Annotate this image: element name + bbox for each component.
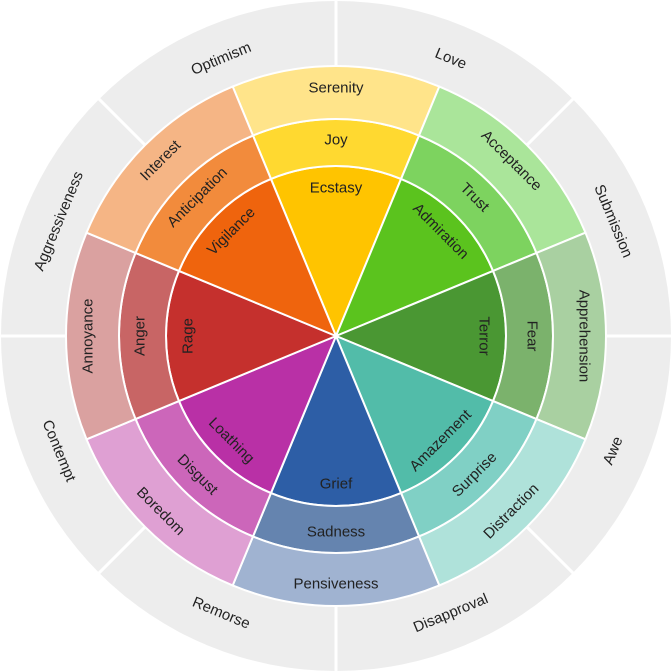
ring-divider	[96, 522, 150, 576]
label-grief: Grief	[320, 476, 353, 493]
label-terror: Terror	[476, 316, 493, 355]
label-anger: Anger	[132, 316, 149, 356]
label-apprehension: Apprehension	[576, 290, 593, 383]
label-sadness: Sadness	[307, 524, 365, 541]
label-pensiveness: Pensiveness	[293, 576, 378, 593]
label-fear: Fear	[524, 321, 541, 352]
label-rage: Rage	[180, 318, 197, 354]
ring-divider	[96, 96, 150, 150]
segment-interest	[85, 85, 255, 255]
ring-divider	[522, 96, 576, 150]
label-serenity: Serenity	[308, 80, 364, 97]
ring-divider	[522, 522, 576, 576]
label-joy: Joy	[324, 132, 348, 149]
label-annoyance: Annoyance	[80, 298, 97, 373]
label-ecstasy: Ecstasy	[310, 180, 363, 197]
